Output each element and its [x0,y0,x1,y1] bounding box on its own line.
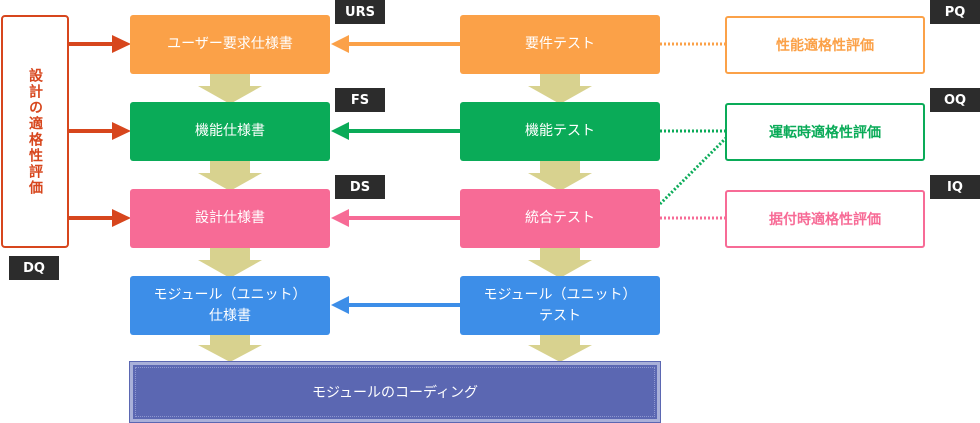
tag-dq: DQ [9,256,59,280]
qualification-links [658,42,728,220]
down-arrow [528,74,592,104]
oq-box: 運転時適格性評価 [725,103,925,161]
iq-box: 据付時適格性評価 [725,190,925,248]
requirement-test-box: 要件テスト [460,15,660,74]
integration-test-label: 統合テスト [525,210,595,226]
fs-label: 機能仕様書 [195,123,265,139]
tag-iq: IQ [930,175,980,199]
oq-label: 運転時適格性評価 [769,125,881,141]
down-arrow [198,161,262,191]
pq-box: 性能適格性評価 [725,16,925,74]
pq-label: 性能適格性評価 [776,38,874,54]
design-qualification-label: 設計の適格性評価 [27,67,43,196]
down-arrow [198,335,262,362]
down-arrow [198,248,262,278]
urs-box: ユーザー要求仕様書 [130,15,330,74]
function-test-box: 機能テスト [460,102,660,161]
urs-label: ユーザー要求仕様書 [167,36,293,52]
design-qualification-box: 設計の適格性評価 [1,15,69,248]
down-arrow [198,74,262,104]
verification-arrows [331,35,460,314]
tag-fs: FS [335,88,385,112]
tag-oq: OQ [930,88,980,112]
module-spec-label: モジュール（ユニット） 仕様書 [153,286,307,324]
down-arrow [528,161,592,191]
iq-label: 据付時適格性評価 [769,212,881,228]
flow-arrows [198,74,592,362]
module-spec-box: モジュール（ユニット） 仕様書 [130,276,330,335]
tag-ds: DS [335,175,385,199]
ds-box: 設計仕様書 [130,189,330,248]
down-arrow [528,248,592,278]
integration-test-box: 統合テスト [460,189,660,248]
ds-label: 設計仕様書 [195,210,265,226]
requirement-test-label: 要件テスト [525,36,595,52]
module-test-box: モジュール（ユニット） テスト [460,276,660,335]
tag-pq: PQ [930,0,980,24]
module-coding-label: モジュールのコーディング [311,385,479,401]
function-test-label: 機能テスト [525,123,595,139]
tag-urs: URS [335,0,385,24]
dq-arrows [69,35,131,227]
module-test-label: モジュール（ユニット） テスト [483,286,637,324]
down-arrow [528,335,592,362]
fs-box: 機能仕様書 [130,102,330,161]
module-coding-box: モジュールのコーディング [129,361,661,423]
